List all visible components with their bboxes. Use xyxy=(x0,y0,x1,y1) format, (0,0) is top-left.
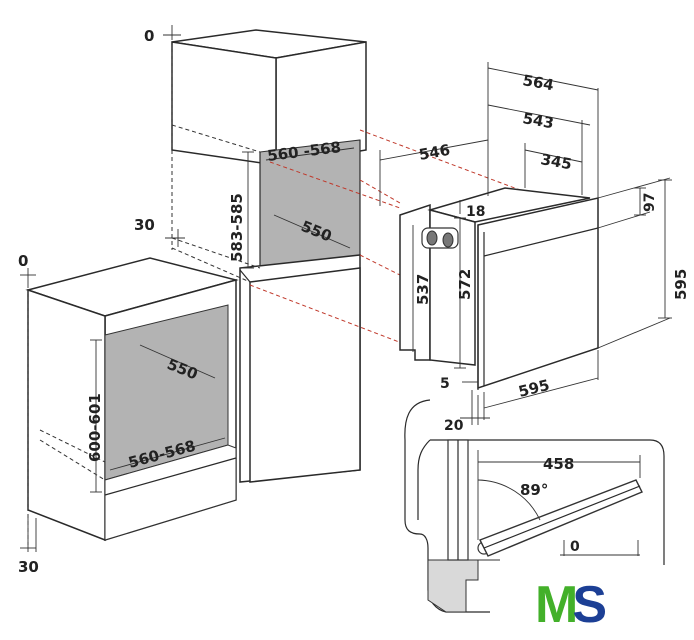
dim-tall-top-gap: 0 xyxy=(144,27,154,45)
dim-oven-panel-height: 97 xyxy=(642,193,658,212)
door-opening-detail xyxy=(404,399,665,613)
dim-door-open-reach: 458 xyxy=(543,455,574,473)
dim-oven-bottom-gap: 5 xyxy=(440,376,450,392)
base-cabinet xyxy=(20,257,239,552)
dim-base-niche-height: 600-601 xyxy=(86,393,104,462)
dim-oven-body-height-572: 572 xyxy=(456,269,474,300)
dim-oven-total-height: 595 xyxy=(672,269,690,300)
dim-oven-depth-345: 345 xyxy=(539,150,573,173)
dim-oven-depth-546: 546 xyxy=(418,141,452,164)
dim-door-angle: 89° xyxy=(520,481,548,499)
tall-cabinet xyxy=(163,25,367,483)
dim-oven-body-depth: 543 xyxy=(521,109,555,132)
oven-unit xyxy=(379,62,672,425)
dim-door-clearance: 0 xyxy=(570,539,580,555)
dim-oven-body-height-537: 537 xyxy=(414,274,432,305)
ms-logo: MS xyxy=(535,576,607,634)
dim-oven-top-offset: 18 xyxy=(466,204,485,220)
dim-oven-width: 595 xyxy=(517,376,552,401)
ms-logo-text: MS xyxy=(535,576,607,634)
dim-base-plinth: 30 xyxy=(18,558,39,576)
dim-door-thickness: 20 xyxy=(444,418,464,434)
dim-oven-total-depth: 564 xyxy=(521,71,555,94)
dim-tall-plinth: 30 xyxy=(134,216,155,234)
dim-tall-niche-height: 583-585 xyxy=(228,193,246,262)
dim-base-top-gap: 0 xyxy=(18,252,28,270)
